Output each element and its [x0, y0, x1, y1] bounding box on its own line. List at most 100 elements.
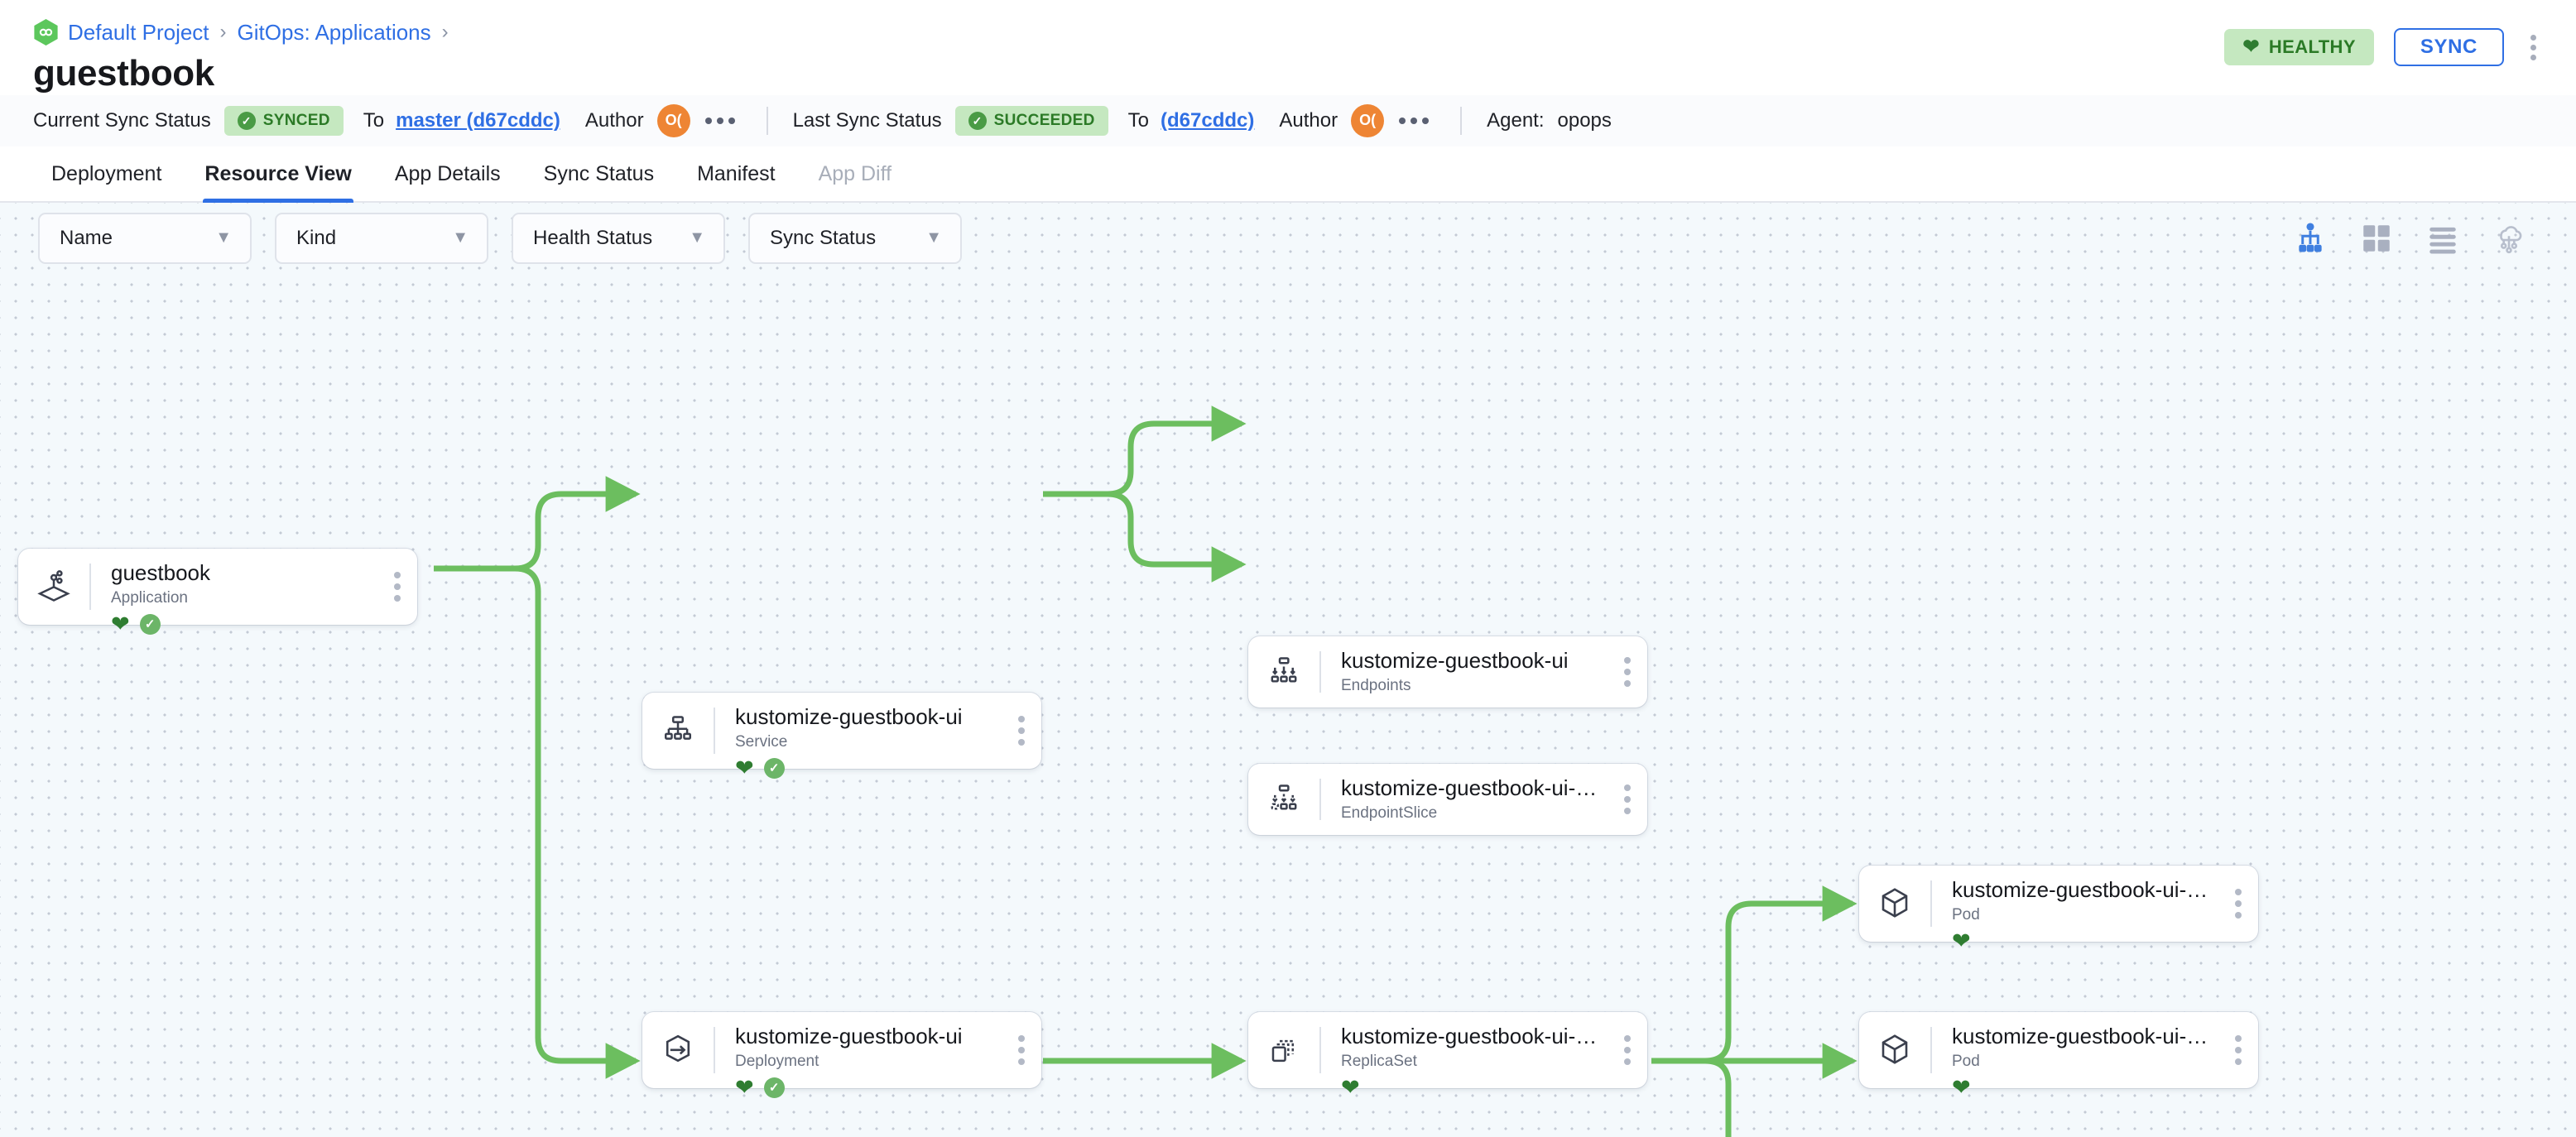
graph-node-endpoints[interactable]: kustomize-guestbook-ui Endpoints: [1248, 636, 1647, 708]
node-badges: ❤ ✓: [735, 755, 1041, 780]
tab-resource-view[interactable]: Resource View: [183, 162, 372, 203]
last-sync-status-value: SUCCEEDED: [993, 111, 1095, 129]
node-kebab-menu-icon[interactable]: [394, 571, 401, 602]
node-kebab-menu-icon[interactable]: [1018, 1034, 1025, 1065]
akuity-hex-logo-icon: [33, 18, 59, 46]
deployment-icon: [642, 1012, 714, 1088]
filter-kind-label: Kind: [296, 226, 337, 249]
chevron-down-icon-3: ▼: [689, 228, 705, 247]
node-body: kustomize-guestbook-ui-… Pod ❤: [1932, 1012, 2258, 1098]
node-name: kustomize-guestbook-ui-…: [1952, 1023, 2208, 1048]
graph-node-application[interactable]: guestbook Application ❤ ✓: [18, 548, 417, 635]
resource-canvas-wrap: Name ▼ Kind ▼ Health Status ▼ Sync Statu…: [0, 202, 2576, 1137]
current-to-label: To: [363, 108, 385, 132]
node-kind: Application: [111, 589, 188, 607]
last-revision-link[interactable]: (d67cddc): [1161, 108, 1255, 132]
node-name: kustomize-guestbook-ui: [735, 703, 963, 729]
filter-sync-status-select[interactable]: Sync Status ▼: [748, 212, 962, 264]
node-divider: [1319, 650, 1321, 693]
node-body: kustomize-guestbook-ui Deployment ❤ ✓: [715, 1012, 1041, 1098]
title-row: guestbook ❤ HEALTHY SYNC: [33, 28, 2543, 95]
breadcrumb-item-gitops-applications[interactable]: GitOps: Applications: [237, 19, 431, 45]
current-sync-status-value: SYNCED: [262, 111, 330, 129]
last-sync-status-badge: ✓ SUCCEEDED: [954, 105, 1108, 136]
network-view-icon[interactable]: [2492, 221, 2526, 256]
node-kebab-menu-icon[interactable]: [1624, 784, 1631, 814]
chevron-down-icon: ▼: [215, 228, 232, 247]
node-divider: [89, 563, 91, 610]
tab-sync-status[interactable]: Sync Status: [543, 161, 655, 185]
endpointslice-icon: [1248, 764, 1319, 835]
filter-name-select[interactable]: Name ▼: [38, 212, 252, 264]
last-sync-status-label: Last Sync Status: [792, 108, 942, 132]
filter-name-label: Name: [60, 226, 113, 249]
graph-node-service[interactable]: kustomize-guestbook-ui Service ❤ ✓: [642, 692, 1041, 779]
node-body: guestbook Application ❤ ✓: [91, 549, 417, 635]
node-name: kustomize-guestbook-ui: [735, 1023, 963, 1048]
node-divider: [1319, 1026, 1321, 1073]
node-body: kustomize-guestbook-ui Service ❤ ✓: [715, 693, 1041, 779]
graph-node-endpointslice[interactable]: kustomize-guestbook-ui-… EndpointSlice: [1248, 763, 1647, 835]
ellipsis-horizontal-icon-2[interactable]: [1399, 117, 1430, 124]
filter-bar: Name ▼ Kind ▼ Health Status ▼ Sync Statu…: [0, 203, 2576, 274]
node-badges: ❤ ✓: [735, 1074, 1041, 1100]
node-kind: ReplicaSet: [1341, 1053, 1417, 1071]
breadcrumb: Default Project › GitOps: Applications ›: [33, 18, 2543, 46]
grid-view-icon[interactable]: [2359, 221, 2394, 256]
kebab-menu-icon[interactable]: [2524, 30, 2543, 65]
sync-check-icon: ✓: [763, 757, 785, 779]
divider-2: [1460, 106, 1463, 135]
page-title: guestbook: [33, 53, 214, 94]
replicaset-icon: [1248, 1012, 1319, 1088]
tab-deployment[interactable]: Deployment: [51, 161, 162, 185]
filter-health-label: Health Status: [533, 226, 653, 249]
breadcrumb-separator: ›: [219, 21, 227, 43]
node-kebab-menu-icon[interactable]: [2235, 1034, 2242, 1065]
service-icon: [642, 693, 714, 769]
node-name: kustomize-guestbook-ui-…: [1952, 876, 2208, 902]
pod-icon: [1859, 866, 1930, 942]
node-kebab-menu-icon[interactable]: [1018, 715, 1025, 746]
filter-sync-label: Sync Status: [770, 226, 877, 249]
current-sync-status-badge: ✓ SYNCED: [223, 105, 344, 136]
node-divider: [1319, 778, 1321, 820]
breadcrumb-item-default-project[interactable]: Default Project: [68, 19, 209, 45]
tree-view-icon[interactable]: [2293, 221, 2328, 256]
resource-graph: guestbook Application ❤ ✓: [0, 203, 2576, 1137]
graph-node-deployment[interactable]: kustomize-guestbook-ui Deployment ❤ ✓: [642, 1011, 1041, 1098]
node-badges: ❤: [1952, 929, 2258, 952]
status-badge-health: ❤ HEALTHY: [2224, 29, 2374, 65]
check-circle-icon: ✓: [237, 111, 256, 130]
current-revision-link[interactable]: master (d67cddc): [396, 108, 560, 132]
heart-icon: ❤: [111, 611, 130, 636]
list-view-icon[interactable]: [2425, 221, 2460, 256]
node-badges: ❤: [1952, 1076, 2258, 1098]
current-author-label: Author: [584, 108, 644, 132]
node-kebab-menu-icon[interactable]: [1624, 656, 1631, 687]
node-kebab-menu-icon[interactable]: [2235, 888, 2242, 919]
node-kind: Pod: [1952, 1053, 1980, 1071]
node-kind: Service: [735, 733, 788, 751]
sync-button[interactable]: SYNC: [2393, 28, 2504, 66]
filter-health-status-select[interactable]: Health Status ▼: [512, 212, 725, 264]
ellipsis-horizontal-icon[interactable]: [704, 117, 735, 124]
node-badges: ❤: [1341, 1076, 1647, 1098]
filter-kind-select[interactable]: Kind ▼: [275, 212, 488, 264]
graph-node-pod-1[interactable]: kustomize-guestbook-ui-… Pod ❤: [1859, 865, 2258, 952]
node-kind: Endpoints: [1341, 677, 1411, 695]
node-divider: [1930, 1026, 1932, 1073]
heart-icon: ❤: [735, 755, 754, 780]
graph-node-pod-2[interactable]: kustomize-guestbook-ui-… Pod ❤: [1859, 1011, 2258, 1098]
node-name: guestbook: [111, 559, 210, 585]
last-author-label: Author: [1279, 108, 1338, 132]
graph-node-replicaset[interactable]: kustomize-guestbook-ui-… ReplicaSet ❤: [1248, 1011, 1647, 1098]
chevron-down-icon-2: ▼: [452, 228, 469, 247]
pod-icon-2: [1859, 1012, 1930, 1088]
tab-manifest[interactable]: Manifest: [697, 161, 776, 185]
node-body: kustomize-guestbook-ui-… ReplicaSet ❤: [1321, 1012, 1647, 1098]
heart-icon: ❤: [735, 1074, 754, 1100]
tab-app-details[interactable]: App Details: [394, 161, 501, 185]
node-body: kustomize-guestbook-ui-… EndpointSlice: [1321, 764, 1647, 835]
node-kebab-menu-icon[interactable]: [1624, 1034, 1631, 1065]
